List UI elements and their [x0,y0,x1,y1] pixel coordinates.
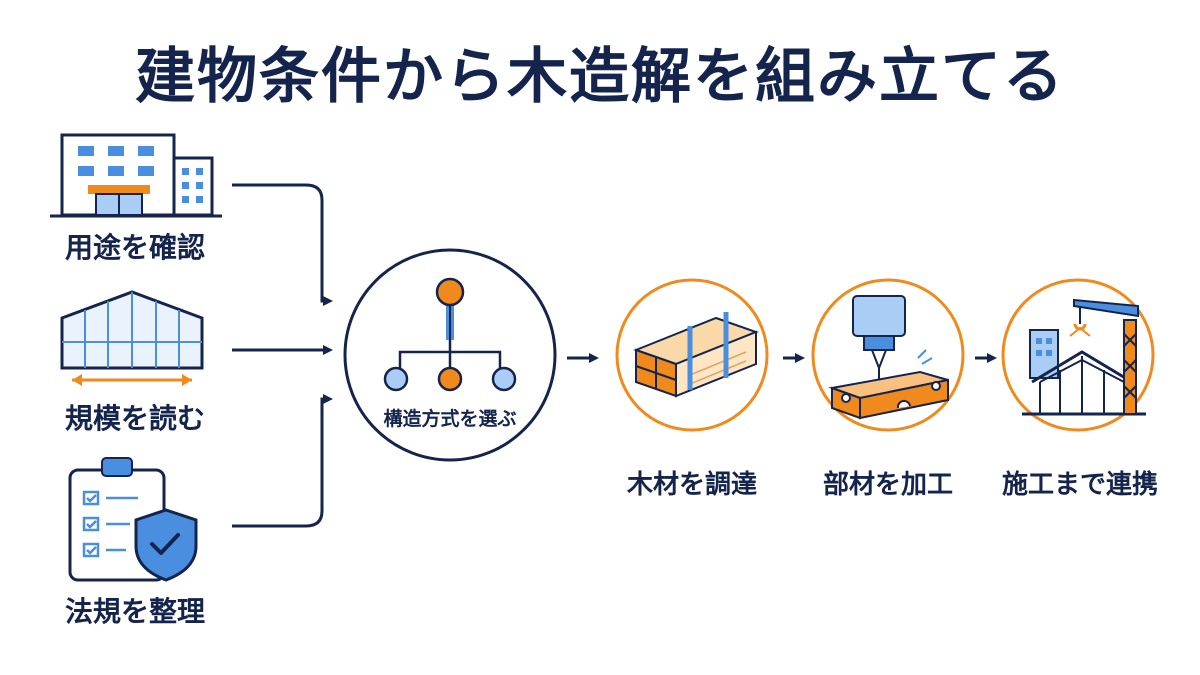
page-title: 建物条件から木造解を組み立てる [135,42,1065,112]
output-label-process: 部材を加工 [822,470,953,500]
frame-dimension-icon [60,290,204,386]
lumber-stack-icon [633,312,759,398]
crane-construction-icon [1022,298,1146,416]
building-icon [50,133,222,218]
branching-nodes-icon [383,277,517,392]
output-label-construct: 施工まで連携 [1001,470,1158,500]
input-connectors [232,183,333,528]
cnc-machining-icon [828,295,949,420]
input-label-scale: 規模を読む [64,402,205,435]
checklist-shield-icon [68,457,198,582]
output-label-procure: 木材を調達 [626,470,757,500]
input-label-usage: 用途を確認 [64,231,205,264]
center-label: 構造方式を選ぶ [383,408,517,430]
input-label-regulations: 法規を整理 [64,595,205,628]
